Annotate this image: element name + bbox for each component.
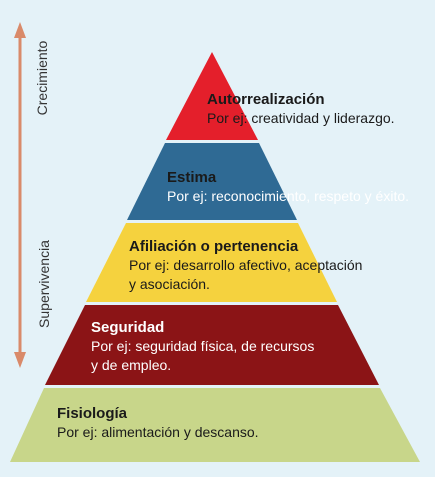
axis-arrow-head-down <box>14 352 26 368</box>
level-seguridad: Seguridad Por ej: seguridad física, de r… <box>91 318 314 375</box>
level-title: Autorrealización <box>207 91 325 108</box>
level-desc: Por ej: desarrollo afectivo, aceptación <box>129 257 363 273</box>
level-desc: Por ej: reconocimiento, respeto y éxito. <box>167 188 410 204</box>
level-afiliacion: Afiliación o pertenencia Por ej: desarro… <box>129 237 362 294</box>
level-desc: y asociación. <box>129 276 210 292</box>
level-desc: Por ej: alimentación y descanso. <box>57 424 259 440</box>
axis-label-supervivencia: Supervivencia <box>36 240 52 328</box>
axis-label-crecimiento: Crecimiento <box>34 40 50 116</box>
layer-seguridad <box>45 305 379 385</box>
level-estima: Estima Por ej: reconocimiento, respeto y… <box>167 168 409 206</box>
layer-afiliacion <box>86 223 337 302</box>
level-title: Estima <box>167 169 217 186</box>
level-fisiologia: Fisiología Por ej: alimentación y descan… <box>57 404 259 442</box>
level-desc: y de empleo. <box>91 357 172 373</box>
level-desc: Por ej: seguridad física, de recursos <box>91 338 315 354</box>
layer-estima <box>127 143 297 220</box>
layer-fisiologia <box>10 388 420 462</box>
level-title: Afiliación o pertenencia <box>129 238 299 255</box>
axis-arrow-head-up <box>14 22 26 38</box>
level-title: Seguridad <box>91 319 165 336</box>
level-title: Fisiología <box>57 405 128 422</box>
layer-autorrealizacion <box>166 52 258 140</box>
level-autorrealizacion: Autorrealización Por ej: creatividad y l… <box>207 90 395 128</box>
level-desc: Por ej: creatividad y liderazgo. <box>207 110 395 126</box>
